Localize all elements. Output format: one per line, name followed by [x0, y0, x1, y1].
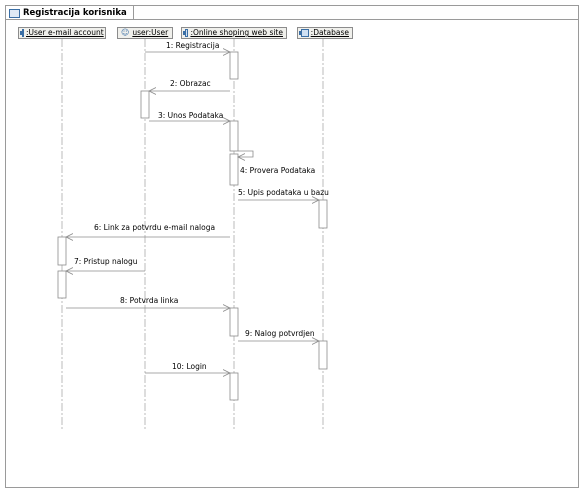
message-label-9: 9: Nalog potvrdjen: [245, 329, 315, 338]
message-label-2: 2: Obrazac: [170, 79, 211, 88]
lifeline-database[interactable]: :Database: [297, 27, 353, 39]
lifeline-online-shop[interactable]: :Online shoping web site: [181, 27, 287, 39]
message-label-7: 7: Pristup nalogu: [74, 257, 138, 266]
message-label-1: 1: Registracija: [166, 41, 220, 50]
message-label-5: 5: Upis podataka u bazu: [238, 188, 329, 197]
message-label-3: 3: Unos Podataka: [158, 111, 224, 120]
lifeline-label: :Online shoping web site: [190, 28, 283, 37]
diagram-frame: [5, 5, 579, 488]
diagram-tab[interactable]: Registracija korisnika: [5, 5, 134, 20]
activation-email-2: [57, 270, 67, 299]
message-label-4: 4: Provera Podataka: [240, 166, 316, 175]
message-label-8: 8: Potvrda linka: [120, 296, 179, 305]
activation-user-1: [140, 90, 150, 119]
lifeline-user-email-account[interactable]: :User e-mail account: [18, 27, 106, 39]
tab-divider: [5, 19, 579, 20]
object-icon: [182, 29, 189, 37]
diagram-tab-title: Registracija korisnika: [23, 8, 127, 18]
actor-icon: ☺: [121, 28, 130, 37]
message-arrow-4: [238, 150, 254, 157]
activation-db-1: [318, 199, 328, 229]
activation-site-2: [229, 120, 239, 152]
activation-site-1: [229, 51, 239, 80]
object-icon: [299, 29, 309, 37]
activation-email-1: [57, 236, 67, 266]
lifeline-user[interactable]: ☺ user:User: [117, 27, 173, 39]
message-label-6: 6: Link za potvrdu e-mail naloga: [94, 223, 216, 232]
object-icon: [20, 29, 24, 37]
activation-site-3: [229, 307, 239, 337]
lifeline-label: :User e-mail account: [26, 28, 104, 37]
message-label-10: 10: Login: [172, 362, 207, 371]
activation-site-self: [229, 153, 239, 186]
activation-site-4: [229, 372, 239, 401]
lifeline-label: :Database: [310, 28, 349, 37]
lifeline-label: user:User: [132, 28, 169, 37]
sequence-diagram-icon: [9, 8, 20, 18]
activation-db-2: [318, 340, 328, 370]
